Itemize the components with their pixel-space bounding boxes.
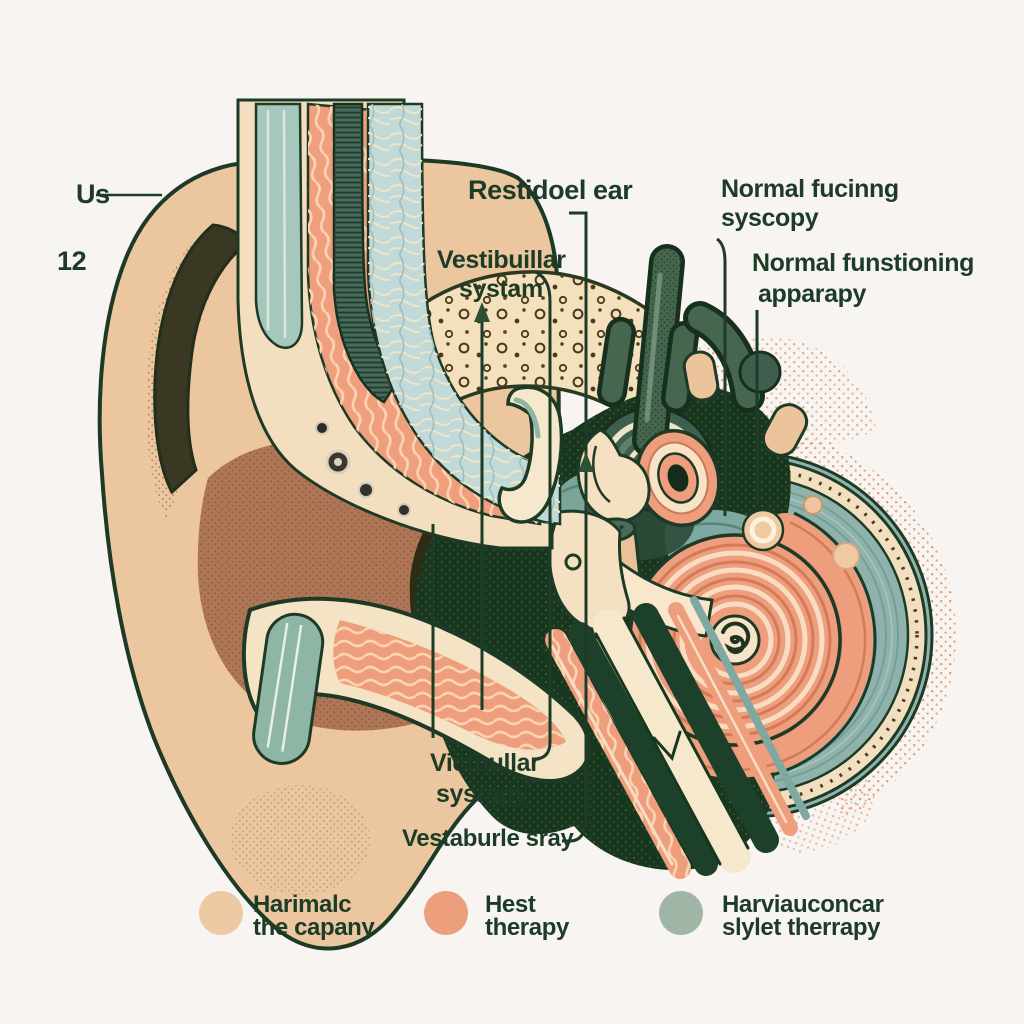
leader-lines bbox=[96, 193, 759, 843]
bone-knob bbox=[761, 403, 809, 457]
legend-swatch-tan bbox=[199, 891, 243, 935]
leader-line-vestibullar-vietbullar bbox=[533, 270, 552, 761]
label-12: 12 bbox=[57, 246, 87, 276]
arrow-up-icon bbox=[474, 302, 490, 322]
label-normal-functioning-line2: apparapy bbox=[758, 280, 866, 308]
canal-teal-band bbox=[254, 102, 304, 349]
label-residual-ear: Restidoel ear bbox=[468, 175, 633, 205]
label-vestibular-system-line2: systam bbox=[459, 275, 543, 303]
legend-item-3-line2: slylet therrapy bbox=[722, 914, 881, 941]
canal-floor-band bbox=[241, 596, 592, 783]
label-vestaburle: Vestaburle sray bbox=[402, 825, 574, 852]
label-vietbullar-line2: sysrapy bbox=[436, 780, 528, 808]
legend-swatches bbox=[199, 891, 703, 935]
legend-item-2-line2: therapy bbox=[485, 914, 569, 941]
legend-item-1-line2: the capany bbox=[253, 914, 375, 941]
label-vietbullar-line1: Vietbullar bbox=[430, 749, 540, 777]
label-us: Us bbox=[76, 179, 110, 209]
leader-line-syscopy bbox=[716, 237, 727, 516]
legend-swatch-sage bbox=[659, 891, 703, 935]
eustachian-tube bbox=[538, 596, 810, 879]
label-vestibular-system-line1: Vestibuillar bbox=[437, 246, 566, 274]
label-normal-functioning-line1: Normal funstioning bbox=[752, 249, 974, 277]
ear-canal-column bbox=[236, 98, 564, 550]
legend-item-1-line1: Harimalc bbox=[253, 891, 352, 918]
arrow-up-icon bbox=[578, 452, 594, 472]
spiral-icon bbox=[721, 621, 751, 655]
rivets bbox=[315, 421, 411, 517]
leader-line-restidoel-vestaburle bbox=[562, 211, 588, 843]
legend-item-2-line1: Hest bbox=[485, 891, 536, 918]
eardrum-curl bbox=[497, 385, 564, 524]
label-normal-fucinng-line1: Normal fucinng bbox=[721, 175, 899, 203]
label-normal-fucinng-line2: syscopy bbox=[721, 204, 819, 232]
legend-item-3-line1: Harviauconcar bbox=[722, 891, 884, 918]
bone-knob bbox=[682, 350, 720, 402]
